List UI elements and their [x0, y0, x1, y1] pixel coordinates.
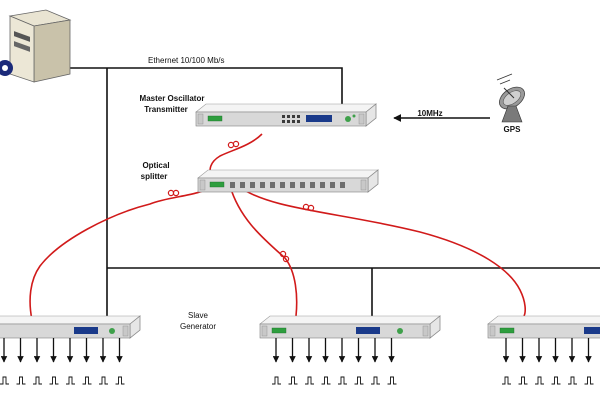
master-oscillator-label-line1: Master Oscillator — [140, 94, 205, 103]
gps-label: GPS — [504, 125, 522, 134]
pulse-waveform-icon — [115, 376, 125, 385]
pulse-waveform-icon — [16, 376, 26, 385]
pulse-waveform-icon — [305, 376, 314, 385]
slave-generator-rack-2 — [259, 315, 441, 339]
pulse-waveform-icon — [371, 376, 380, 385]
pulse-waveform-icon — [0, 376, 9, 385]
computer-tower-icon — [0, 9, 72, 83]
slave-outputs — [0, 338, 594, 385]
optical-splitter-label-line2: splitter — [141, 172, 168, 181]
ethernet-label: Ethernet 10/100 Mb/s — [148, 56, 225, 65]
pulse-waveform-icon — [535, 376, 544, 385]
pulse-waveform-icon — [338, 376, 347, 385]
slave-generator-label-line2: Generator — [180, 322, 216, 331]
pulse-waveform-icon — [502, 376, 511, 385]
pulse-waveform-icon — [584, 376, 594, 385]
optical-fibers — [29, 133, 526, 321]
pulse-waveform-icon — [568, 376, 577, 385]
pulse-waveform-icon — [354, 376, 364, 385]
optical-splitter-label-line1: Optical — [142, 161, 169, 170]
pulse-waveform-icon — [288, 376, 298, 385]
slave-generator-rack-3 — [487, 315, 600, 339]
pulse-waveform-icon — [518, 376, 528, 385]
pulse-waveform-icon — [49, 376, 59, 385]
pulse-waveform-icon — [82, 376, 92, 385]
pulse-waveform-icon — [387, 376, 397, 385]
pulse-waveform-icon — [33, 376, 42, 385]
satellite-dish-icon — [496, 73, 525, 123]
pulse-waveform-icon — [551, 376, 561, 385]
ethernet-bus — [68, 67, 600, 322]
pulse-waveform-icon — [99, 376, 108, 385]
optical-splitter-rack — [197, 169, 379, 193]
pulse-waveform-icon — [321, 376, 331, 385]
master-display — [306, 115, 332, 122]
master-oscillator-rack — [195, 103, 377, 127]
master-oscillator-label-line2: Transmitter — [144, 105, 188, 114]
pulse-waveform-icon — [66, 376, 75, 385]
pulse-waveform-icon — [272, 376, 281, 385]
fiber-coils — [167, 140, 315, 263]
slave-generator-label-line1: Slave — [188, 311, 209, 320]
reference-10mhz-label: 10MHz — [417, 109, 442, 118]
slave-generator-rack-1 — [0, 315, 141, 339]
